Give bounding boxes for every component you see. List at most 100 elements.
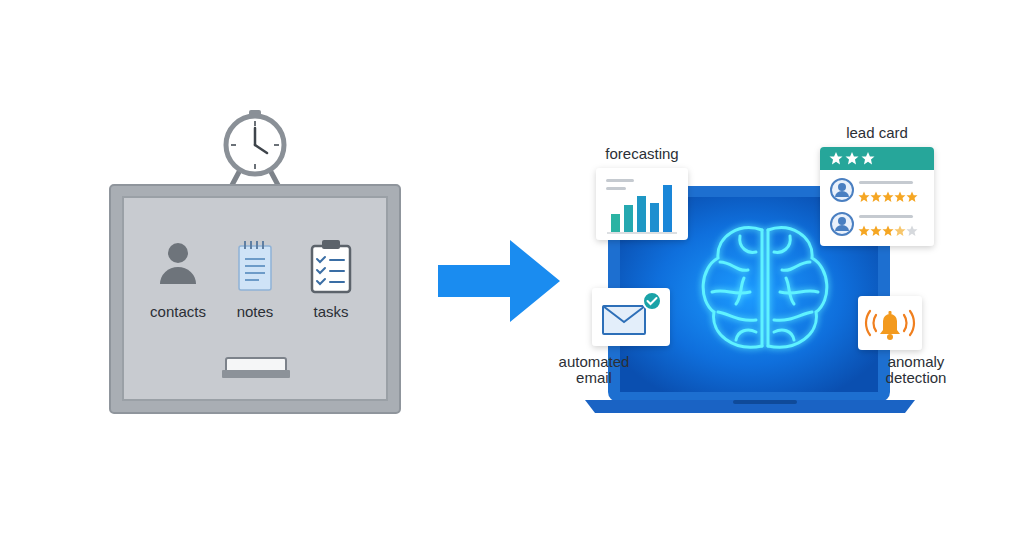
brain-icon — [703, 228, 827, 347]
notes-icon — [239, 241, 271, 290]
forecast-card-part — [606, 187, 626, 190]
lead-card-part-part — [838, 183, 846, 191]
alert-card-part-part — [866, 311, 870, 335]
clock-icon-part — [226, 116, 284, 174]
alert-card-part-part — [910, 311, 914, 335]
email-card — [592, 288, 670, 346]
lead-card-part-part — [859, 181, 913, 184]
lead-card-part-part — [907, 192, 918, 203]
tasks-icon-part-part — [317, 257, 325, 262]
node-label: automated email — [548, 354, 640, 386]
forecast-card-part — [624, 205, 633, 232]
node-label: tasks — [286, 304, 376, 320]
clock-icon-part-part — [231, 144, 236, 146]
lead-card-part-part — [859, 226, 870, 237]
tasks-icon — [312, 240, 350, 292]
brain-icon-part — [703, 228, 762, 347]
alert-card-part — [858, 296, 922, 350]
clock-icon — [226, 110, 284, 187]
email-card-part — [592, 288, 670, 346]
laptop-part — [608, 186, 890, 402]
contact-icon — [160, 243, 196, 284]
brain-icon-part-part — [712, 291, 750, 293]
notes-icon-part-part — [244, 241, 246, 249]
lead-card-part-part — [871, 192, 882, 203]
email-card: automated email — [592, 288, 670, 346]
tasks-icon-part — [322, 240, 340, 249]
node-label: forecasting — [582, 146, 702, 162]
drawer-handle — [222, 358, 290, 378]
email-card-part — [603, 306, 645, 334]
cabinet-panel-part — [123, 197, 387, 400]
clock-icon-part — [231, 121, 279, 169]
lead-card-part-part — [895, 226, 906, 237]
tasks-icon-part — [312, 246, 350, 292]
lead-card-part-part — [835, 191, 849, 197]
drawer-handle-part — [222, 370, 290, 378]
lead-card-part-part — [883, 226, 894, 237]
lead-card-part — [830, 152, 875, 164]
notes-icon-part-part — [262, 241, 264, 249]
alert-card-part — [889, 311, 892, 315]
node-label: anomaly detection — [866, 354, 966, 386]
lead-card-part-part — [871, 226, 882, 237]
lead-card-part — [831, 179, 913, 235]
forecast-card-part — [650, 203, 659, 232]
lead-card-part-part — [883, 192, 894, 203]
brain-icon-part-part — [703, 228, 762, 347]
lead-card-part-part — [859, 192, 870, 203]
cabinet-panel-part — [110, 185, 400, 413]
notes-icon-part — [245, 241, 263, 249]
notes-icon-part — [245, 259, 265, 280]
lead-card-part-part — [862, 152, 875, 164]
lead-card-part-part — [830, 152, 843, 164]
lead-card-part-part — [835, 225, 849, 231]
clock-icon-part — [254, 128, 257, 145]
forecast-card-part — [637, 196, 646, 232]
notes-icon-part-part — [256, 241, 258, 249]
laptop-part — [620, 197, 878, 392]
transition-arrow — [438, 240, 560, 322]
lead-card-part-part — [846, 152, 859, 164]
tasks-icon-part-part — [317, 279, 325, 284]
tasks-icon-part — [317, 257, 344, 284]
tasks-icon-part-part — [317, 268, 325, 273]
lead-card-part-part — [831, 179, 853, 201]
notes-icon-part-part — [245, 258, 265, 260]
forecast-card-part — [663, 185, 672, 232]
alert-card — [858, 296, 922, 350]
lead-card-part-part — [907, 226, 918, 237]
lead-card-part-part — [859, 215, 913, 218]
lead-card — [820, 147, 934, 246]
forecast-card-part — [596, 168, 688, 240]
lead-card-part — [859, 192, 918, 237]
lead-card-part-part — [831, 213, 853, 235]
contact-icon-part — [160, 267, 196, 284]
node-label: lead card — [817, 125, 937, 141]
contact-icon-part — [168, 243, 188, 263]
lead-card: lead card — [820, 147, 934, 246]
email-card-part — [648, 298, 657, 304]
alert-card-part-part — [873, 315, 876, 331]
cabinet-panel: contactsnotestasks — [110, 185, 400, 413]
notes-icon-part-part — [250, 241, 252, 249]
lead-card-part-part — [895, 192, 906, 203]
laptop-part — [585, 400, 915, 413]
alert-card-part — [887, 334, 893, 340]
forecast-card-part — [611, 214, 620, 232]
alert-card: anomaly detection — [858, 296, 922, 350]
brain-icon-part-part — [720, 262, 748, 270]
forecast-card-part — [606, 179, 634, 182]
forecast-card: forecasting — [596, 168, 688, 240]
brain-icon-part-part — [736, 330, 756, 340]
brain-icon-part-part — [736, 278, 744, 304]
alert-card-part — [866, 311, 914, 335]
forecast-card — [596, 168, 688, 240]
brain-icon-part-part — [761, 230, 764, 346]
clock-icon-part-part — [254, 164, 256, 169]
lead-card-part — [820, 147, 934, 246]
cabinet-panel — [110, 185, 400, 413]
brain-icon-part-part — [740, 236, 756, 252]
notes-icon-part-part — [245, 279, 259, 281]
